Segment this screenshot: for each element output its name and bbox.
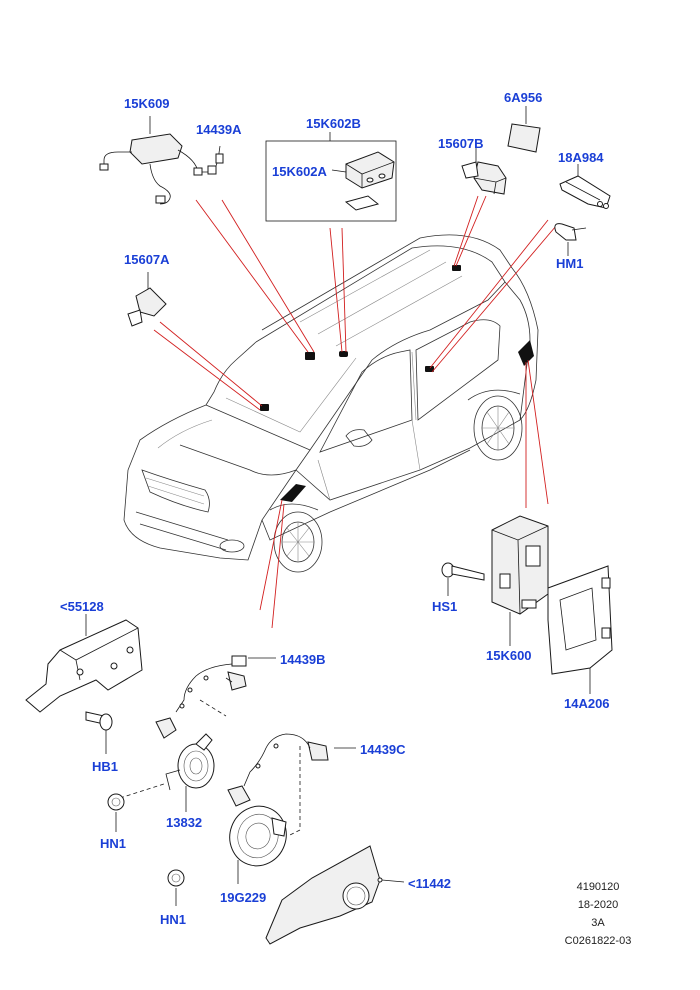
label-HB1: HB1 [92, 759, 118, 774]
front-sensor-location [260, 404, 269, 411]
part-11442-shield [265, 845, 405, 945]
label-15607A: 15607A [124, 252, 170, 267]
label-13832: 13832 [166, 815, 202, 830]
label-15K602B: 15K602B [306, 116, 361, 131]
part-14439B-harness [155, 655, 276, 739]
reference-illustration-id: C0261822-03 [565, 935, 632, 947]
label-HM1: HM1 [556, 256, 583, 271]
rear-wheel [467, 389, 523, 461]
part-19G229-speaker [229, 805, 287, 884]
label-14A206: 14A206 [564, 696, 610, 711]
label-HS1: HS1 [432, 599, 457, 614]
gps-antenna-location [305, 352, 315, 360]
hb1-bolt [85, 711, 113, 754]
label-14439B: 14439B [280, 652, 326, 667]
part-14A206-bracket [547, 565, 613, 694]
rear-sensor-location [425, 366, 434, 372]
part-14439C-harness [227, 733, 356, 807]
part-18A984-bracket [559, 164, 611, 209]
part-15607B-sensor [461, 148, 507, 195]
leader-lines [153, 195, 557, 629]
vehicle-illustration [123, 234, 539, 573]
hn1-nut-a [107, 793, 125, 832]
part-55128-bracket [25, 614, 143, 713]
label-19G229: 19G229 [220, 890, 266, 905]
reference-code: 4190120 [577, 881, 620, 893]
part-13832-horn [165, 733, 215, 812]
part-15607A-sensor [127, 272, 167, 327]
hm1-clip [554, 223, 587, 256]
label-14439A: 14439A [196, 122, 242, 137]
roof-rear-module-location [452, 265, 461, 271]
label-HN1-upper: HN1 [100, 836, 126, 851]
label-15607B: 15607B [438, 136, 484, 151]
label-15K602A: 15K602A [272, 164, 328, 179]
reference-block: 4190120 18-2020 3A C0261822-03 [565, 881, 632, 947]
label-14439C: 14439C [360, 742, 406, 757]
front-wing-module-location [280, 484, 306, 502]
part-15K609-harness [99, 116, 224, 205]
reference-date-range: 18-2020 [578, 899, 618, 911]
label-11442: <11442 [408, 876, 451, 891]
roof-module-location [339, 351, 348, 357]
label-18A984: 18A984 [558, 150, 604, 165]
label-HN1-lower: HN1 [160, 912, 186, 927]
label-15K600: 15K600 [486, 648, 532, 663]
rear-quarter-module-location [518, 340, 534, 366]
part-15K602B-kit [265, 132, 397, 222]
part-15K600-module [491, 515, 549, 646]
part-6A956-pad [507, 106, 541, 153]
hn1-nut-b [167, 869, 185, 906]
front-wheel [269, 503, 323, 573]
label-15K609: 15K609 [124, 96, 170, 111]
part-labels: 15K609 14439A 15K602B 15K602A 6A956 1560… [60, 90, 610, 927]
label-6A956: 6A956 [504, 90, 542, 105]
hs1-screw [441, 562, 485, 596]
label-55128: <55128 [60, 599, 104, 614]
reference-revision: 3A [591, 917, 605, 929]
